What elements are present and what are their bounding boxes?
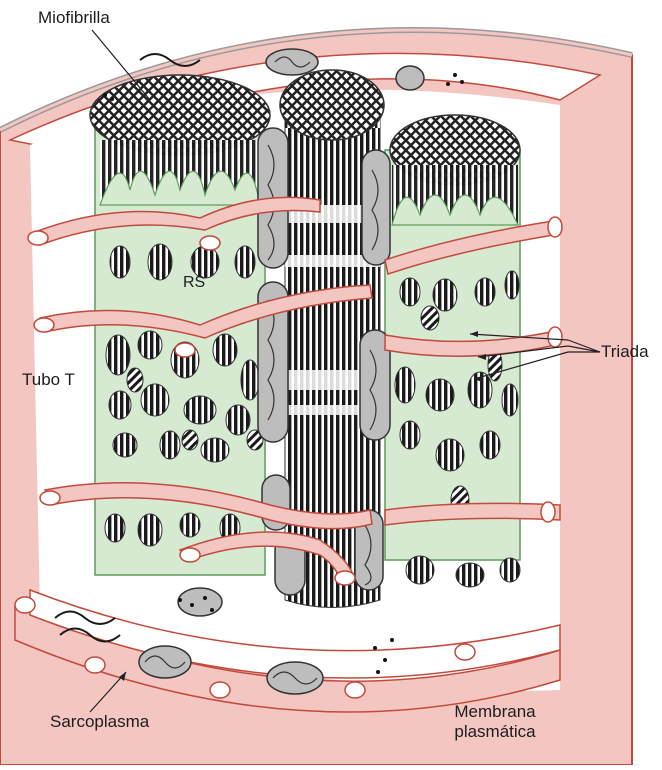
label-miofibrilla: Miofibrilla — [38, 8, 110, 28]
label-membrana-plasmatica: Membrana plasmática — [440, 702, 550, 742]
label-rs: RS — [183, 273, 205, 293]
label-membrana-line1: Membrana — [440, 702, 550, 722]
label-tubo-t: Tubo T — [22, 370, 75, 390]
label-triada: Triada — [601, 342, 649, 362]
label-membrana-line2: plasmática — [440, 722, 550, 742]
label-sarcoplasma: Sarcoplasma — [50, 712, 149, 732]
